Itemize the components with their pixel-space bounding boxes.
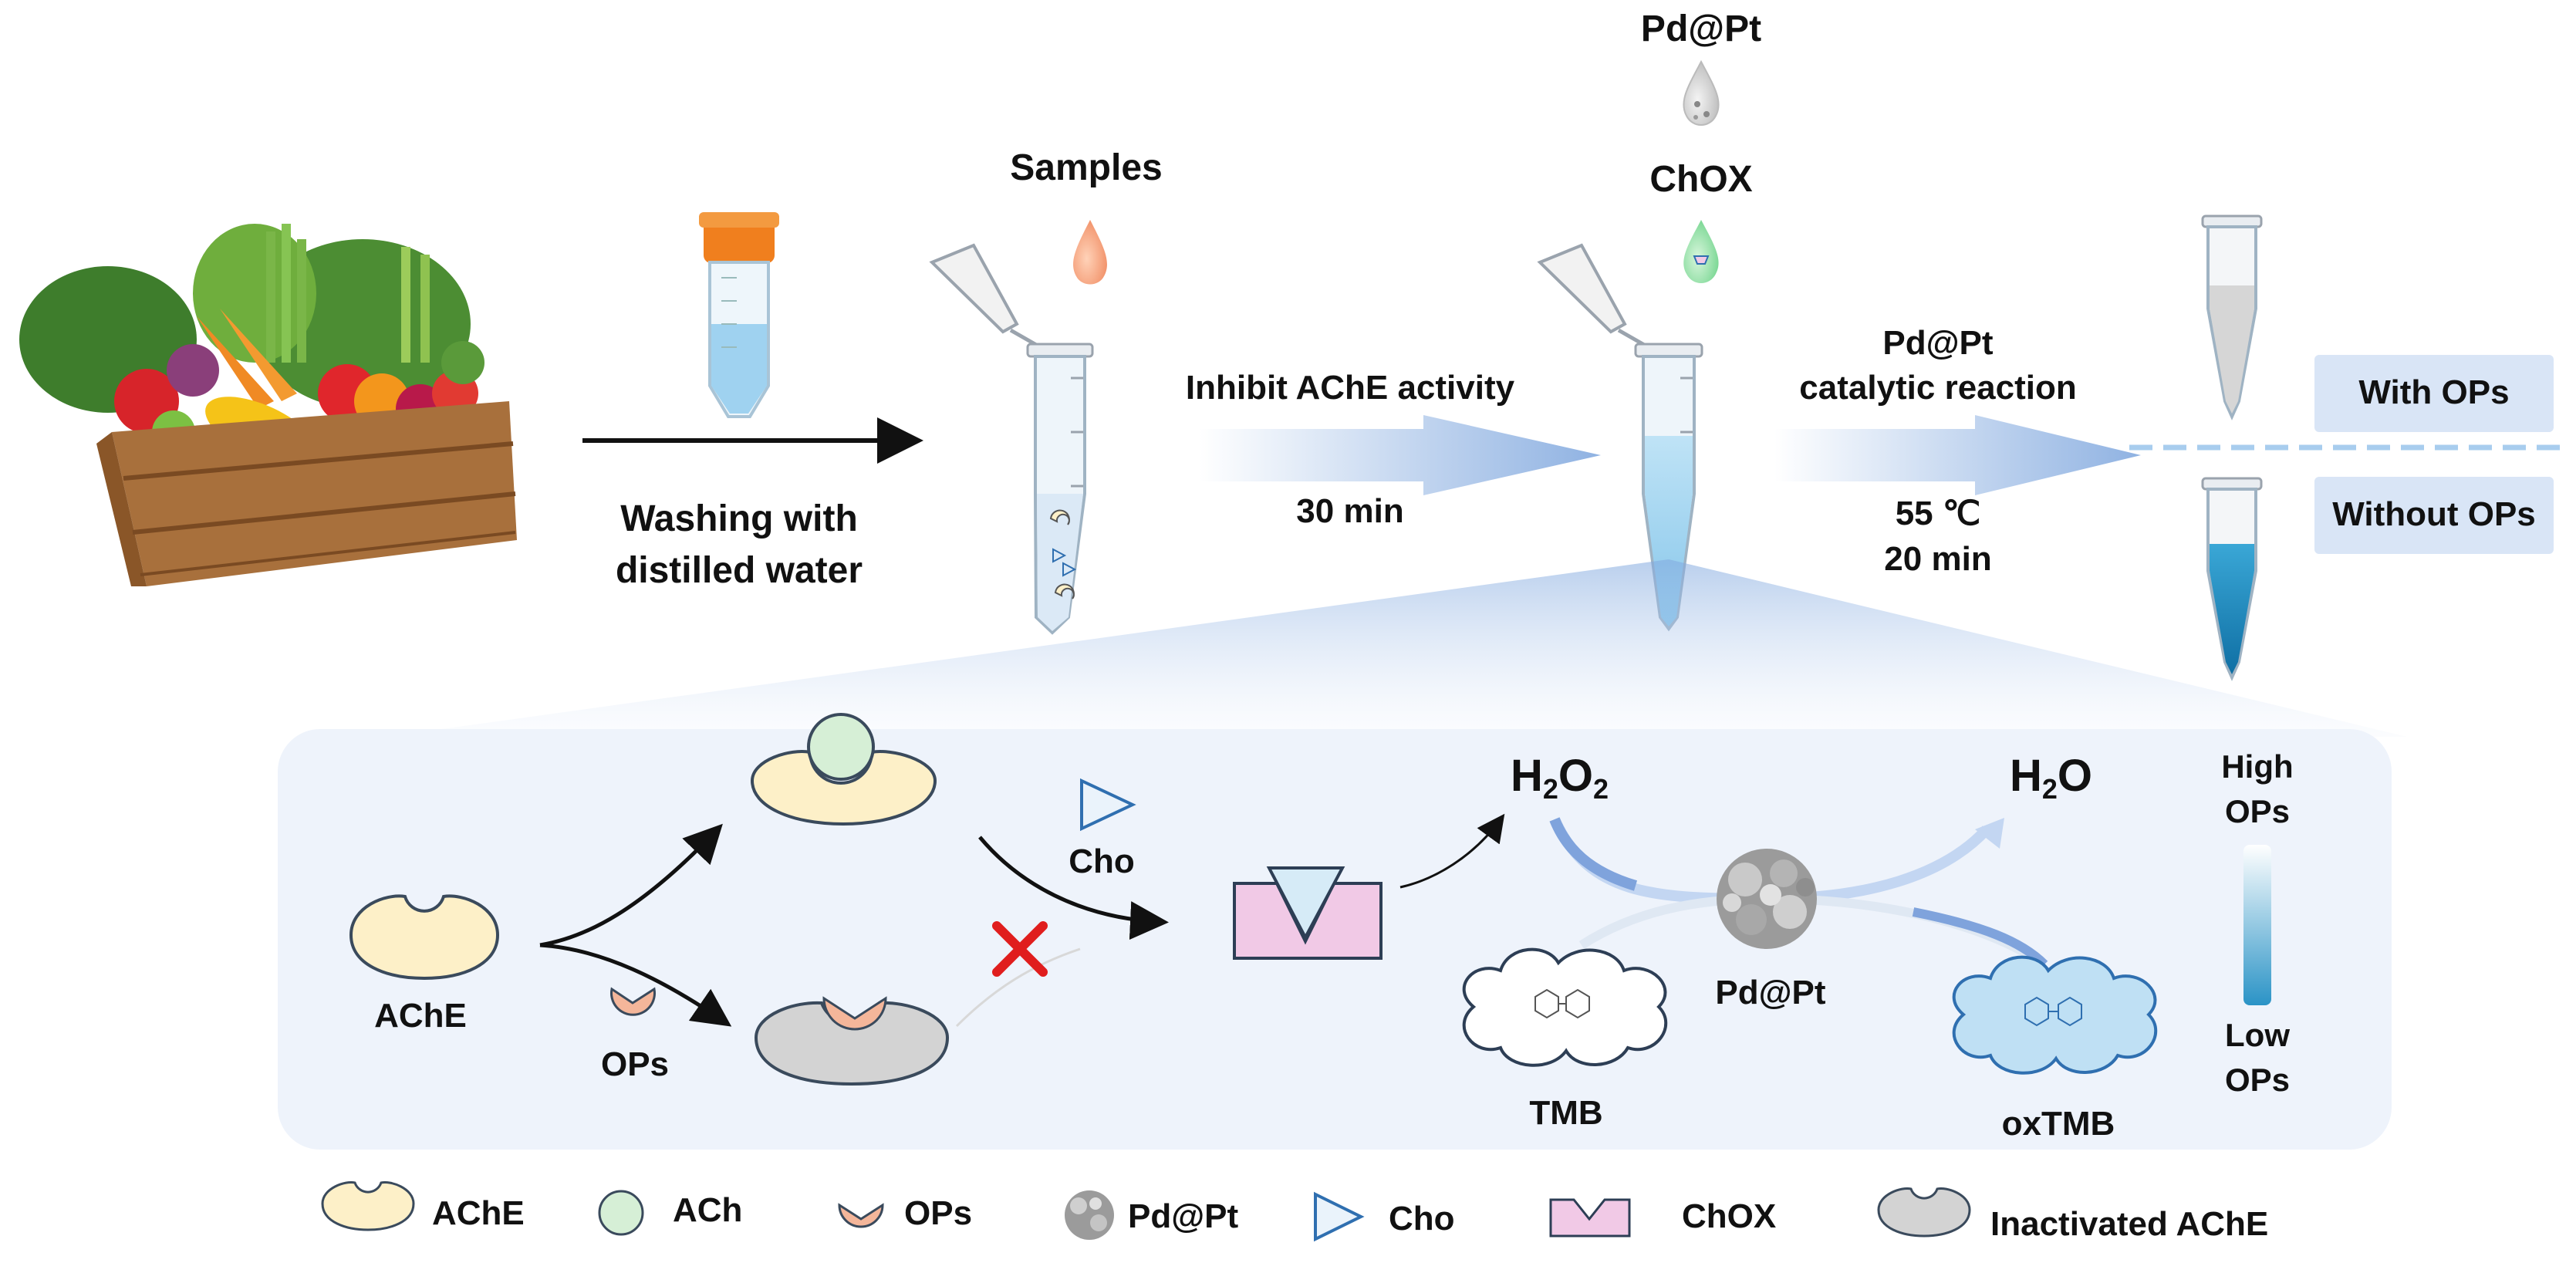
h2o2-label: H2O2: [1511, 751, 1609, 805]
wash-label-line2: distilled water: [615, 550, 863, 591]
reaction-time: 20 min: [1884, 540, 1992, 578]
pdpt-icon: [1065, 1190, 1114, 1240]
legend-ops-label: OPs: [904, 1194, 973, 1232]
reaction-label-line1: Pd@Pt: [1882, 324, 1994, 362]
h2o-label: H2O: [2010, 751, 2093, 805]
branch-arrow-up: [539, 823, 723, 947]
sample-tube: [929, 243, 1094, 635]
legend-inactivated-ache-label: Inactivated AChE: [1990, 1205, 2269, 1243]
reaction-label-line2: catalytic reaction: [1799, 369, 2077, 407]
ach-molecule: [807, 713, 875, 781]
reaction-arrow: [1774, 415, 2141, 495]
low-ops-label-2: OPs: [2224, 1062, 2291, 1098]
inactivated-ache-icon: [1877, 1187, 1971, 1238]
ache-label: AChE: [374, 997, 467, 1035]
legend-ache-label: AChE: [432, 1194, 525, 1232]
sample-drop-icon: [1073, 220, 1107, 285]
chox-bound-cho: [1266, 866, 1345, 941]
without-ops-box: [2314, 477, 2554, 554]
blocked-path: [955, 947, 1081, 1028]
bound-ops: [822, 996, 887, 1031]
legend-chox-label: ChOX: [1682, 1197, 1777, 1235]
inhibit-label: Inhibit AChE activity: [1185, 369, 1515, 407]
branch-arrow-down: [539, 943, 732, 1027]
reaction-temp: 55 ℃: [1895, 495, 1981, 532]
ache-enzyme: [349, 894, 500, 981]
zoom-funnel: [386, 559, 2407, 737]
high-ops-label-2: OPs: [2224, 793, 2291, 829]
inhibit-time: 30 min: [1296, 492, 1404, 530]
chox-drop-icon: [1683, 220, 1719, 283]
pdpt-nanoparticle: [1717, 849, 1817, 949]
high-ops-label-1: High: [2221, 748, 2294, 785]
tmb-cloud: [1462, 947, 1668, 1067]
color-scale-bar: [2243, 845, 2271, 1005]
cho-molecule: [1080, 778, 1136, 832]
inactivated-ache: [754, 1001, 950, 1086]
cho-label: Cho: [1069, 842, 1135, 880]
legend-cho-label: Cho: [1389, 1200, 1455, 1238]
ops-label: OPs: [600, 1045, 670, 1083]
with-ops-box: [2314, 355, 2554, 432]
wash-label-line1: Washing with: [620, 498, 858, 539]
samples-label: Samples: [1010, 147, 1163, 188]
conical-tube-image: [699, 212, 779, 418]
tmb-label: TMB: [1529, 1094, 1603, 1132]
pdpt-label: Pd@Pt: [1715, 974, 1826, 1011]
with-ops-label: With OPs: [2358, 373, 2510, 411]
pdpt-top-label: Pd@Pt: [1640, 8, 1762, 49]
vegetable-basket-image: [19, 224, 517, 586]
legend-ach-label: ACh: [673, 1191, 743, 1229]
h2o2-arrow: [1399, 813, 1505, 889]
chox-icon: [1549, 1198, 1631, 1238]
without-ops-label: Without OPs: [2332, 495, 2536, 533]
cho-release-arrow: [978, 836, 1169, 940]
ache-icon: [321, 1180, 415, 1231]
legend: [321, 1180, 1971, 1242]
chox-top-label: ChOX: [1649, 159, 1753, 200]
low-ops-label-1: Low: [2225, 1017, 2290, 1053]
cho-icon: [1314, 1191, 1365, 1242]
pdpt-drop-icon: [1683, 59, 1720, 126]
ops-icon: [838, 1203, 884, 1228]
ops-molecule: [610, 987, 656, 1016]
blocked-x-icon: [992, 921, 1048, 977]
ach-icon: [598, 1190, 644, 1236]
oxtmb-cloud: [1952, 955, 2158, 1075]
legend-pdpt-label: Pd@Pt: [1128, 1197, 1239, 1235]
without-ops-tube: [2201, 477, 2263, 681]
inhibit-arrow: [1200, 415, 1601, 495]
with-ops-tube: [2201, 214, 2263, 420]
oxtmb-label: oxTMB: [2001, 1105, 2115, 1143]
